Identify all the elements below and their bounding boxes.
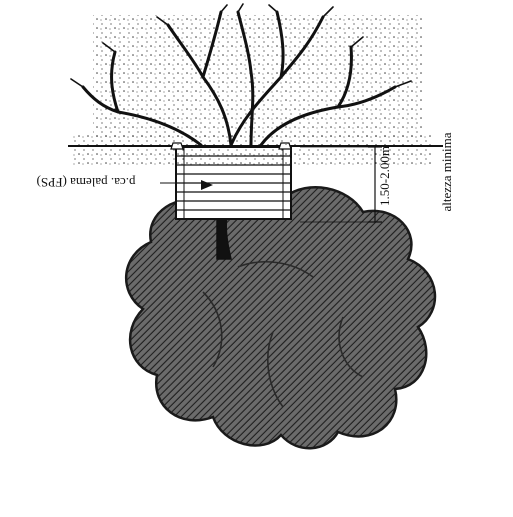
height-value-label: 1.50-2.00m xyxy=(377,146,392,206)
diagram-rotated xyxy=(68,4,443,448)
pole-label: p.ca. palema (FPS) xyxy=(37,175,136,190)
tree-canopy xyxy=(126,183,435,448)
canopy-shape xyxy=(126,183,435,448)
root-system xyxy=(71,4,423,145)
root-speckle xyxy=(93,15,423,145)
height-caption-label: altezza minima xyxy=(439,132,454,211)
